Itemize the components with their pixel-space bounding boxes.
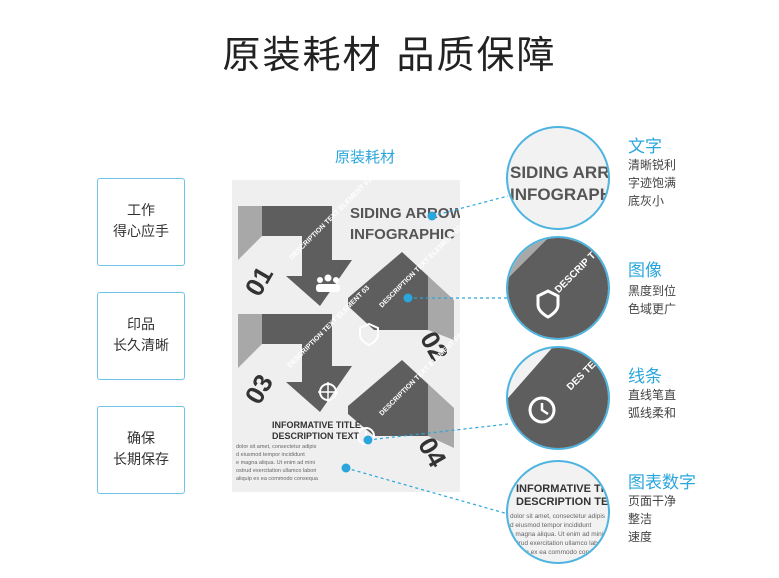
feature-desc-line: 整洁 bbox=[628, 512, 653, 526]
print-info-subtitle: DESCRIPTION TEXT bbox=[272, 431, 360, 441]
arrow-shape bbox=[238, 314, 352, 412]
shield-icon bbox=[359, 322, 379, 347]
feature-desc-line: 黑度到位 bbox=[628, 284, 677, 298]
box-line: 工作 bbox=[127, 203, 155, 219]
connector-dot bbox=[341, 463, 351, 473]
zoom-body-line: aliquip ex ea commodo consequa bbox=[510, 549, 607, 556]
zoom-body-line: d eiusmod tempor incididunt bbox=[510, 522, 591, 529]
feature-desc-line: 页面干净 bbox=[628, 494, 677, 508]
connector-dot bbox=[403, 293, 413, 303]
print-body-line: e magna aliqua. Ut enim ad mini bbox=[236, 460, 315, 466]
printed-sample: SIDING ARROW INFOGRAPHIC DESCRIPTION TEX… bbox=[232, 180, 460, 492]
print-info-title: INFORMATIVE TITLE bbox=[272, 420, 361, 430]
print-body-line: d eiusmod tempor incididunt bbox=[236, 452, 305, 458]
print-body-line: aliquip ex ea commodo consequa bbox=[236, 476, 319, 482]
target-icon bbox=[318, 382, 338, 402]
zoom-body-line: e magna aliqua. Ut enim ad mini bbox=[510, 531, 603, 538]
zoom-circle-chart: INFORMATIVE TI DESCRIPTION TEX dolor sit… bbox=[506, 460, 610, 564]
feature-desc-line: 直线笔直 bbox=[628, 388, 677, 402]
feature-desc-lines: 直线笔直 弧线柔和 bbox=[628, 386, 676, 422]
feature-box-work: 工作 得心应手 bbox=[97, 178, 185, 266]
zoom-body-line: dolor sit amet, consectetur adipis bbox=[510, 513, 606, 520]
print-headline: INFOGRAPHIC bbox=[350, 226, 455, 243]
zoom-info-title: INFORMATIVE TI bbox=[516, 483, 604, 495]
zoom-circle-text: SIDING ARROW INFOGRAPHIC bbox=[506, 126, 610, 230]
feature-title-lines: 线条 bbox=[628, 367, 662, 387]
feature-desc-line: 清晰锐利 bbox=[628, 158, 677, 172]
feature-desc-image: 黑度到位 色域更广 bbox=[628, 282, 676, 318]
feature-desc-line: 弧线柔和 bbox=[628, 406, 677, 420]
feature-title-chart: 图表数字 bbox=[628, 473, 696, 493]
feature-title-text: 文字 bbox=[628, 137, 662, 157]
print-body-line: ostrud exercitation ullamco labori bbox=[236, 468, 316, 474]
clock-icon bbox=[528, 396, 556, 424]
shield-icon bbox=[536, 289, 560, 319]
zoom-headline: INFOGRAPHIC bbox=[510, 185, 610, 204]
arrow-shape bbox=[348, 252, 454, 340]
printed-sample-art: SIDING ARROW INFOGRAPHIC DESCRIPTION TEX… bbox=[236, 180, 460, 482]
feature-box-print: 印品 长久清晰 bbox=[97, 292, 185, 380]
page-title: 原装耗材 品质保障 bbox=[222, 33, 557, 77]
box-line: 印品 bbox=[127, 317, 155, 333]
center-caption: 原装耗材 bbox=[334, 148, 395, 166]
zoom-info-subtitle: DESCRIPTION TEX bbox=[516, 496, 610, 508]
zoom-circle-lines: DES TEXT ELEM bbox=[506, 346, 610, 450]
connector-dot bbox=[363, 435, 373, 445]
print-body-line: dolor sit amet, consectetur adipis bbox=[236, 444, 317, 450]
feature-box-storage: 确保 长期保存 bbox=[97, 406, 185, 494]
zoom-circle-image: DESCRIP TEXT ELEM bbox=[506, 236, 610, 340]
people-icon bbox=[316, 274, 340, 292]
feature-title-image: 图像 bbox=[628, 261, 662, 281]
feature-desc-line: 字迹饱满 bbox=[628, 176, 677, 190]
feature-desc-line: 色域更广 bbox=[628, 302, 677, 316]
box-line: 确保 bbox=[127, 431, 155, 447]
feature-desc-chart: 页面干净 整洁 速度 bbox=[628, 492, 676, 546]
zoom-headline: SIDING ARROW bbox=[510, 163, 610, 182]
feature-desc-text: 清晰锐利 字迹饱满 底灰小 bbox=[628, 156, 676, 210]
feature-desc-line: 速度 bbox=[628, 530, 653, 544]
box-line: 得心应手 bbox=[113, 224, 169, 240]
feature-desc-line: 底灰小 bbox=[628, 194, 665, 208]
box-line: 长期保存 bbox=[113, 452, 169, 468]
zoom-body-line: ostrud exercitation ullamco labori bbox=[510, 540, 605, 547]
connector-dot bbox=[427, 211, 437, 221]
box-line: 长久清晰 bbox=[113, 338, 169, 354]
